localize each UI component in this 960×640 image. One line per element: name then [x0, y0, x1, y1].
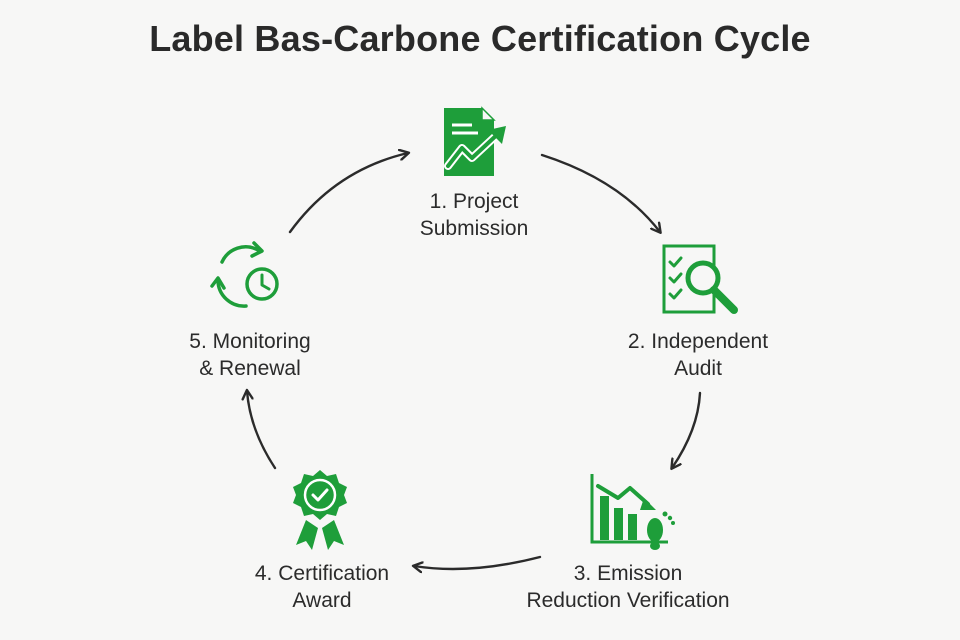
refresh-clock-icon: [210, 241, 279, 308]
arrow-5-to-1: [288, 153, 408, 234]
step-4-subtitle: Award: [292, 589, 352, 612]
step-1-subtitle: Submission: [419, 217, 529, 240]
step-4-title: 4. Certification: [254, 562, 390, 585]
step-5-label: 5. Monitoring & Renewal: [110, 328, 390, 382]
checklist-magnifier-icon: [662, 244, 738, 314]
step-5-subtitle: & Renewal: [199, 357, 301, 380]
arrow-2-to-3: [672, 391, 702, 468]
arrow-4-to-5: [247, 391, 277, 470]
step-2-label: 2. Independent Audit: [558, 328, 838, 382]
step-4-label: 4. Certification Award: [182, 560, 462, 614]
step-2-subtitle: Audit: [674, 357, 722, 380]
step-3-label: 3. Emission Reduction Verification: [488, 560, 768, 614]
step-3-subtitle: Reduction Verification: [526, 589, 730, 612]
bar-chart-footprint-icon: [590, 474, 675, 550]
page-title: Label Bas-Carbone Certification Cycle: [149, 18, 811, 59]
arrow-1-to-2: [540, 153, 660, 232]
step-1-label: 1. Project Submission: [334, 188, 614, 242]
arrow-3-to-4: [414, 555, 542, 569]
document-trend-icon: [444, 106, 506, 176]
step-5-title: 5. Monitoring: [189, 330, 311, 353]
step-1-title: 1. Project: [429, 190, 519, 213]
step-2-title: 2. Independent: [627, 330, 769, 353]
award-badge-icon: [293, 470, 347, 550]
step-3-title: 3. Emission: [573, 562, 683, 585]
